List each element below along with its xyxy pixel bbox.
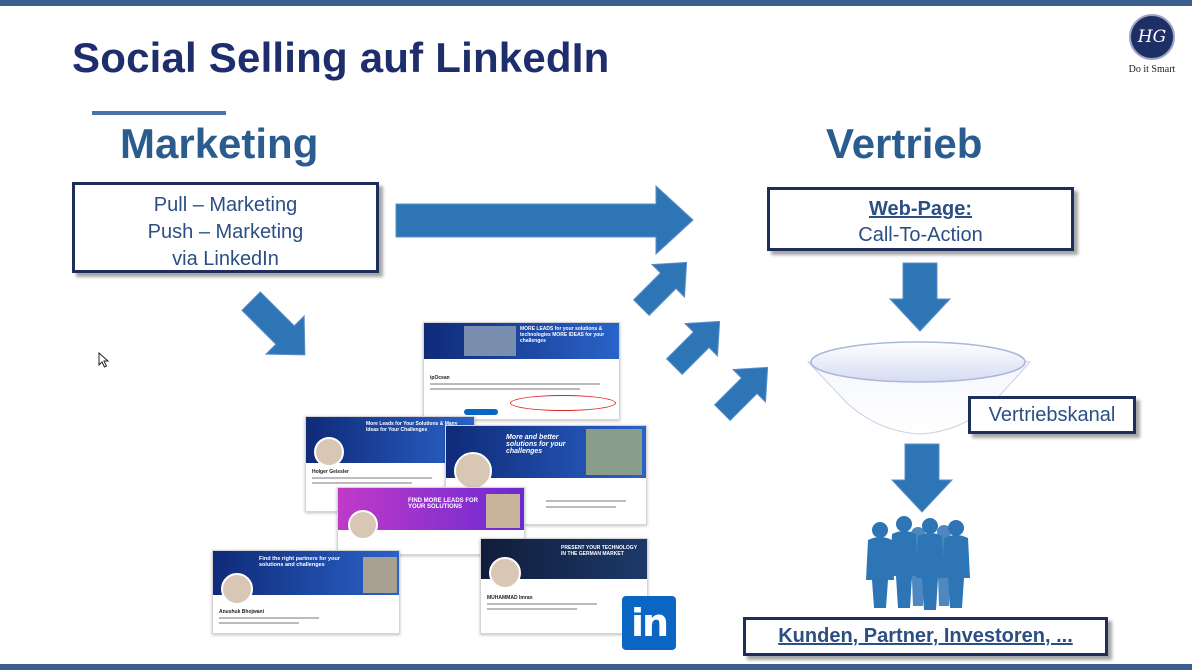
business-people-icon [866, 516, 970, 610]
main-right-arrow [395, 184, 694, 256]
profile-card-banner-text: FIND MORE LEADS FOR YOUR SOLUTIONS [408, 498, 478, 510]
heading-accent-line [92, 111, 226, 115]
profile-card-name: Holger Geissler [312, 469, 349, 475]
profile-avatar [454, 452, 492, 490]
video-call-thumbnail [464, 326, 516, 356]
profile-card-text-line [312, 477, 432, 479]
vertriebskanal-box: Vertriebskanal [968, 396, 1136, 434]
marketing-heading: Marketing [120, 120, 319, 167]
company-logo: HG Do it Smart [1124, 14, 1180, 75]
logo-tagline: Do it Smart [1128, 64, 1176, 75]
profile-card-solutions: More and better solutions for your chall… [445, 425, 647, 525]
web-to-funnel-arrow [888, 262, 952, 332]
web-page-box: Web-Page: Call-To-Action [767, 187, 1074, 251]
profile-card-banner-text: PRESENT YOUR TECHNOLOGY IN THE GERMAN MA… [561, 545, 637, 557]
profile-card-ipocean: MORE LEADS for your solutions & technolo… [423, 322, 620, 420]
profile-card-text-line [546, 500, 626, 502]
profile-card-text-line [219, 617, 319, 619]
profile-card-name: ipOcean [430, 375, 450, 381]
up-right-arrow-1 [632, 261, 688, 317]
profile-card-muhammad: PRESENT YOUR TECHNOLOGY IN THE GERMAN MA… [480, 538, 648, 634]
team-photo [586, 429, 642, 475]
profile-card-text-line [487, 608, 577, 610]
profile-card-text-line [430, 388, 580, 390]
profile-card-name: MUHAMMAD Imran [487, 595, 533, 601]
marketing-line-linkedin: via LinkedIn [172, 248, 279, 270]
top-accent-bar [0, 0, 1192, 6]
profile-card-banner-text: MORE LEADS for your solutions & technolo… [520, 326, 605, 344]
sales-funnel-opening [810, 341, 1026, 383]
bottom-accent-bar [0, 664, 1192, 670]
profile-avatar [221, 573, 253, 605]
funnel-to-people-arrow [890, 443, 954, 513]
up-right-arrow-2 [665, 320, 721, 376]
profile-card-text-line [312, 482, 412, 484]
web-page-label: Web-Page: [869, 198, 972, 220]
profile-avatar [348, 510, 378, 540]
profile-avatar [489, 557, 521, 589]
profile-card-banner-text: More and better solutions for your chall… [506, 434, 566, 455]
profile-card-text-line [430, 383, 600, 385]
marketing-box: Pull – Marketing Push – Marketing via Li… [72, 182, 379, 273]
slide-title: Social Selling auf LinkedIn [72, 34, 610, 81]
linkedin-logo-icon: in [622, 596, 676, 650]
highlight-ellipse [510, 395, 616, 411]
logo-monogram-icon: HG [1129, 14, 1175, 60]
profile-card-banner-text: More Leads for Your Solutions & Many Ide… [366, 421, 458, 433]
profile-avatar [314, 437, 344, 467]
profile-card-anushuk: Find the right partners for your solutio… [212, 550, 400, 634]
mouse-cursor-icon [98, 352, 110, 368]
audience-box: Kunden, Partner, Investoren, ... [743, 617, 1108, 656]
profile-card-text-line [546, 506, 616, 508]
vertrieb-heading: Vertrieb [826, 120, 983, 167]
profile-card-find-leads: FIND MORE LEADS FOR YOUR SOLUTIONS [337, 487, 525, 555]
profile-card-banner-text: Find the right partners for your solutio… [259, 556, 340, 568]
profile-card-text-line [219, 622, 299, 624]
call-to-action-label: Call-To-Action [858, 224, 983, 246]
website-button [464, 409, 498, 415]
marketing-line-push: Push – Marketing [147, 221, 304, 243]
profile-card-banner: MORE LEADS for your solutions & technolo… [424, 323, 619, 359]
profile-card-name: Anushuk Bhojwani [219, 609, 264, 615]
people-photo [363, 557, 397, 593]
down-right-arrow [241, 291, 306, 356]
person-photo [486, 494, 520, 528]
profile-card-text-line [487, 603, 597, 605]
up-right-arrow-3 [713, 366, 769, 422]
marketing-line-pull: Pull – Marketing [153, 194, 298, 216]
